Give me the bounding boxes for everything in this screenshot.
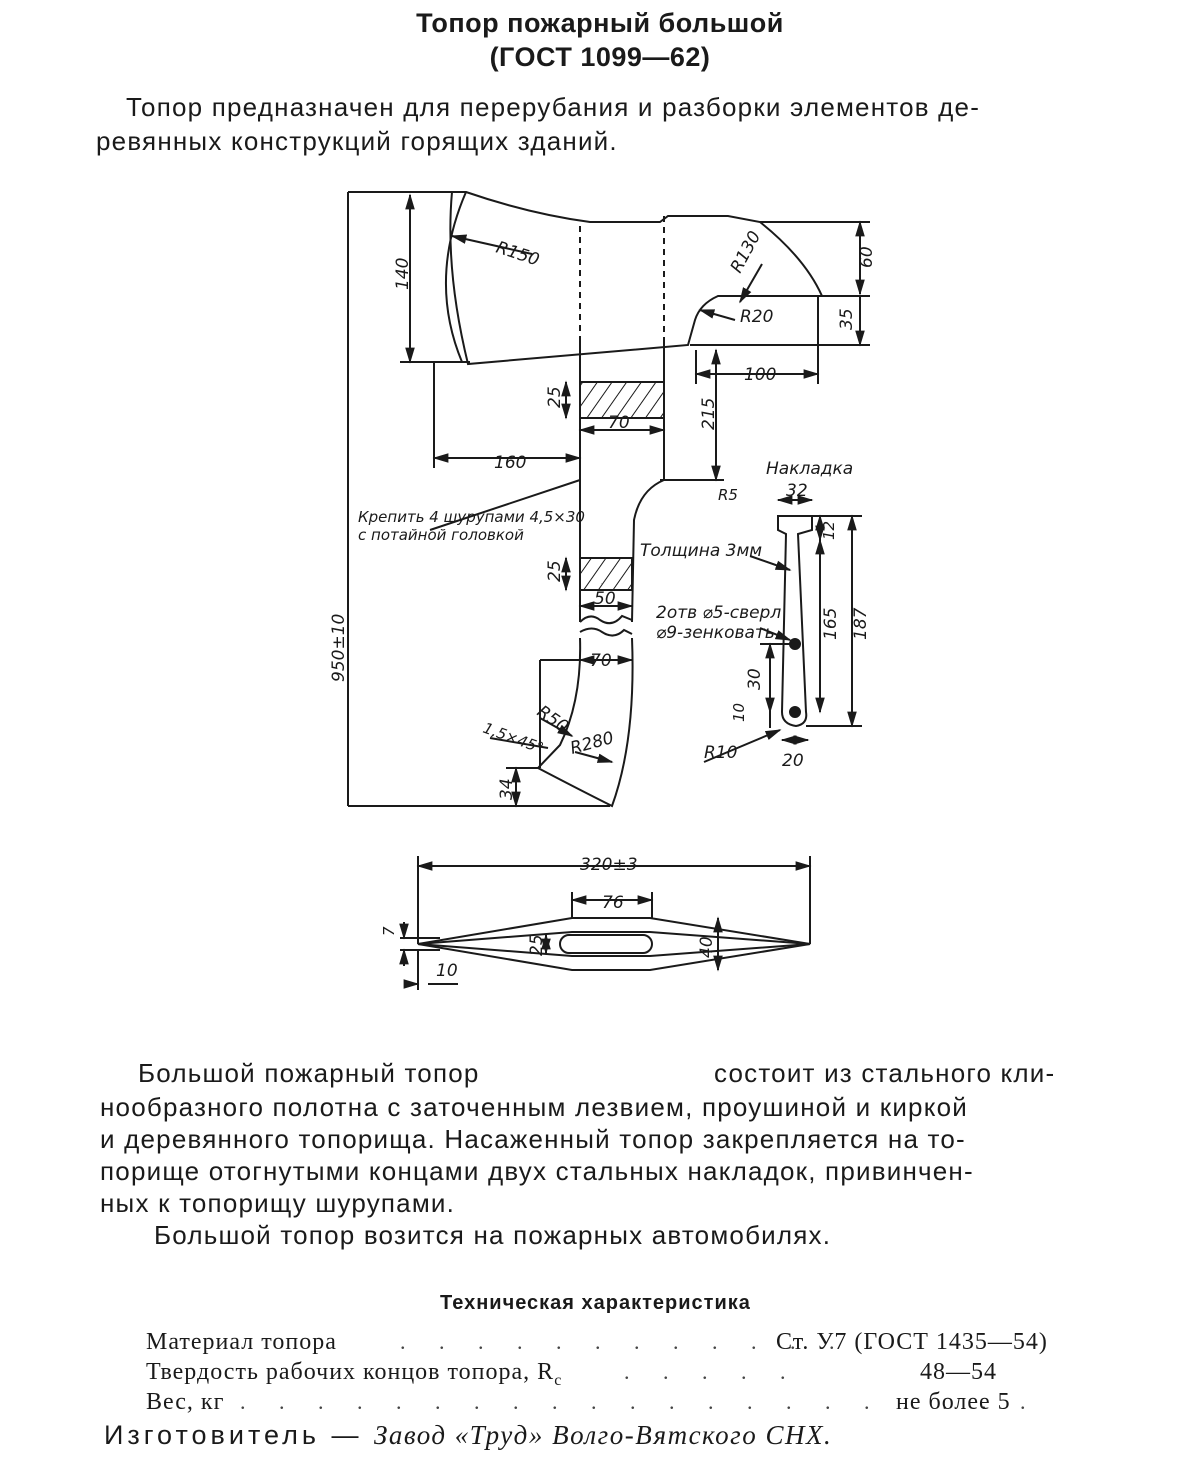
dim-10-plate: 10 [730,703,748,722]
note-holes-line-2: ⌀9-зенковать [656,623,775,643]
dim-70-upper: 70 [608,413,630,433]
dim-20: 20 [782,751,804,771]
dim-215: 215 [699,398,719,430]
dim-total-length: 950±10 [329,614,349,682]
dim-60: 60 [857,246,877,268]
dim-32: 32 [786,481,808,501]
dim-34: 34 [497,778,517,800]
intro-line-1: Топор предназначен для перерубания и раз… [126,92,981,122]
dim-r20: R20 [740,307,773,327]
dim-50: 50 [594,589,616,609]
dim-35: 35 [837,308,857,330]
page-title: Топор пожарный большой [416,8,784,38]
spec-value-material: Ст. У7 (ГОСТ 1435—54) [776,1329,1048,1355]
dim-chamfer: 1,5×45° [481,719,546,757]
description-line-1a: Большой пожарный топор [138,1058,480,1088]
axe-top-view [417,917,811,971]
spec-label-material: Материал топора [146,1329,337,1355]
spec-label-hardness: Твердость рабочих концов топора, R [146,1359,555,1385]
axe-technical-drawing: R150 R130 140 60 R20 35 100 25 70 215 16… [329,191,877,990]
note-screws-line-1: Крепить 4 шурупами 4,5×30 [358,508,585,526]
dim-25-upper: 25 [545,386,565,408]
spec-row-hardness: Твердость рабочих концов топора, Rc [146,1359,562,1390]
description-line-2: нообразного полотна с заточенным лезвием… [100,1092,968,1122]
dim-7: 7 [380,926,398,936]
note-screws-line-2: с потайной головкой [358,526,524,544]
specs-heading: Техническая характеристика [440,1292,751,1314]
intro-line-2: ревянных конструкций горящих зданий. [96,126,618,156]
dim-10-top-view: 10 [436,961,458,981]
spec-value-weight: не более 5 [896,1389,1011,1415]
manufacturer-value: Завод «Труд» Волго-Вятского СНХ. [374,1420,833,1450]
dim-70-lower: 70 [590,651,612,671]
dim-r280: R280 [568,728,616,759]
dim-40: 40 [697,936,717,958]
spec-dots-material: . . . . . . . . . . . . . [400,1329,888,1354]
spec-value-hardness: 48—54 [920,1359,997,1385]
description-line-4: порище отогнутыми концами двух стальных … [100,1156,974,1186]
dim-12: 12 [820,521,838,540]
spec-label-hardness-sub: c [554,1371,563,1389]
dim-25-top-view: 25 [527,934,547,956]
spec-dots-hardness: . . . . . [624,1359,800,1384]
standard-reference: (ГОСТ 1099—62) [489,42,711,72]
description-line-1b: состоит из стального кли- [714,1058,1056,1088]
dim-76: 76 [602,893,624,913]
blade-edge [445,191,467,363]
plate-title: Накладка [766,459,853,479]
description-line-5: ных к топорищу шурупами. [100,1188,456,1218]
description-line-3: и деревянного топорища. Насаженный топор… [100,1124,966,1154]
dim-r150: R150 [493,238,541,271]
dim-165: 165 [821,608,841,640]
plate-outline [777,515,813,728]
note-thickness: Толщина 3мм [640,541,762,561]
axe-head-outline [348,191,824,366]
dim-30: 30 [745,668,765,690]
dim-160: 160 [494,453,526,473]
dim-320: 320±3 [580,855,638,875]
manufacturer-label: Изготовитель — [104,1420,363,1450]
manufacturer-line: Изготовитель — Завод «Труд» Волго-Вятско… [104,1420,832,1451]
dim-25-middle: 25 [545,560,565,582]
dim-140: 140 [393,258,413,290]
axe-handle-lower [536,637,634,808]
dim-100: 100 [744,365,776,385]
spec-dots-weight: . . . . . . . . . . . . . . . . . . . . … [240,1389,1040,1414]
note-holes-line-1: 2отв ⌀5-сверл [656,603,781,623]
spec-label-weight: Вес, кг [146,1389,225,1415]
dim-r10: R10 [704,743,737,763]
description-line-6: Большой топор возится на пожарных автомо… [154,1220,832,1250]
dim-187: 187 [851,607,871,640]
dim-r5: R5 [718,486,738,504]
